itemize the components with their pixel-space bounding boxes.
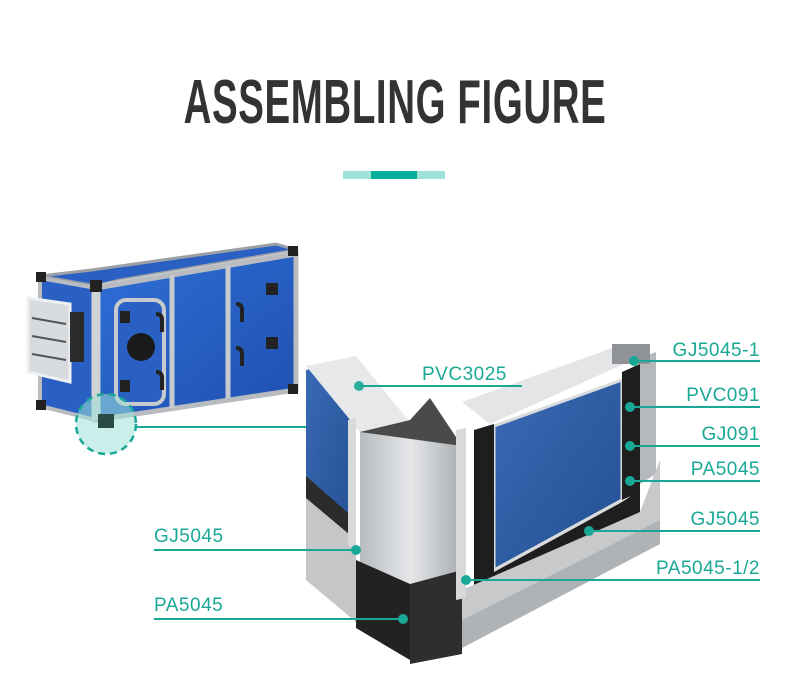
page-title: ASSEMBLING FIGURE <box>183 68 607 137</box>
leader-lines <box>154 356 760 624</box>
label-gj5045-right: GJ5045 <box>690 509 760 530</box>
detail-arrow <box>137 418 328 436</box>
label-gj5045-1: GJ5045-1 <box>672 340 760 361</box>
label-gj091: GJ091 <box>701 424 760 445</box>
air-handling-unit-image <box>26 242 299 456</box>
divider-segment-center <box>371 171 417 179</box>
label-pa5045-right: PA5045 <box>690 459 760 480</box>
label-pa5045-left: PA5045 <box>154 595 224 616</box>
label-pvc3025: PVC3025 <box>422 364 507 385</box>
corner-profile-image <box>306 344 660 664</box>
label-pa5045-1-2: PA5045-1/2 <box>656 558 760 579</box>
divider-segment-right <box>417 171 445 179</box>
divider-segment-left <box>343 171 371 179</box>
label-gj5045-left: GJ5045 <box>154 526 224 547</box>
label-pvc091: PVC091 <box>686 385 760 406</box>
title-divider <box>343 171 445 179</box>
